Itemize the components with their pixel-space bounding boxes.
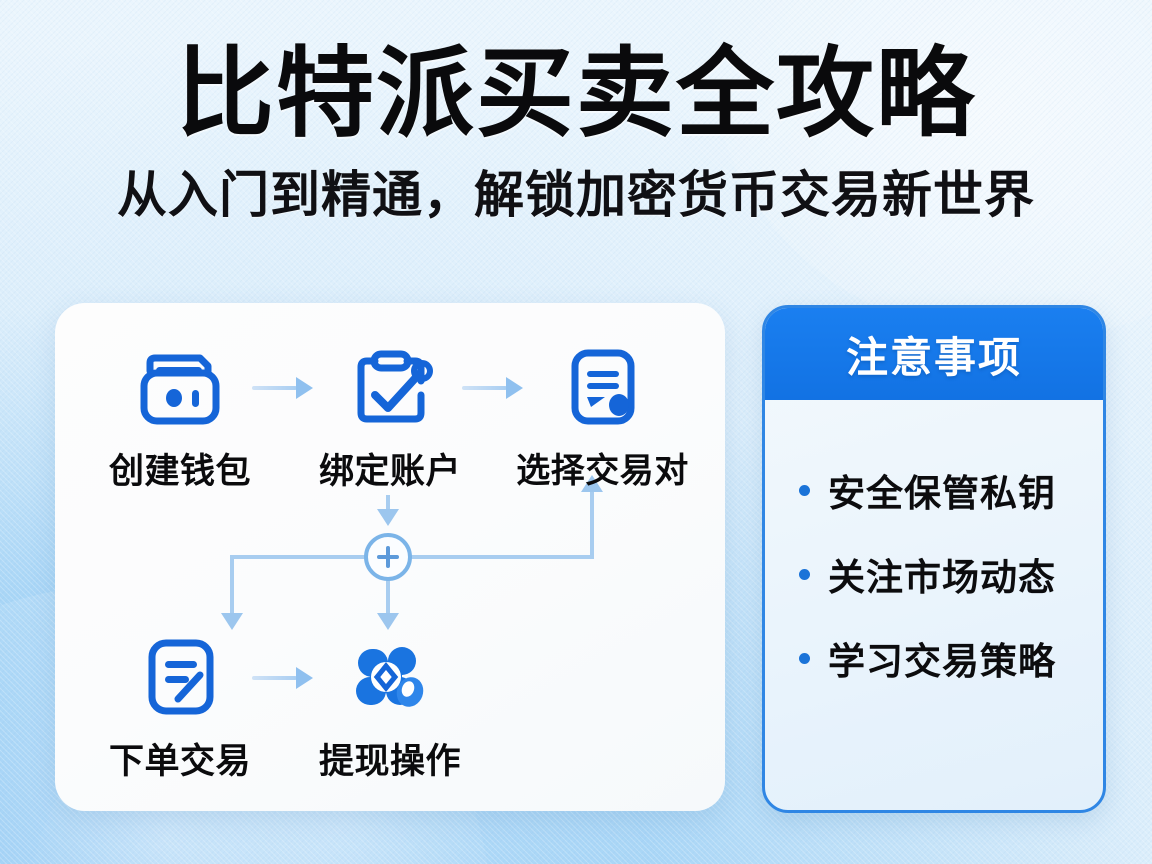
clipboard-check-icon <box>300 341 480 433</box>
flow-node-label: 选择交易对 <box>516 452 689 490</box>
flow-node-label: 创建钱包 <box>108 452 251 491</box>
plus-circle-icon[interactable] <box>364 533 412 581</box>
flow-diagram-card: 创建钱包 绑定账户 <box>55 303 725 811</box>
connector-hub-to-left <box>230 555 366 559</box>
note-text: 关注市场动态 <box>828 557 1056 598</box>
document-pen-icon <box>90 631 270 723</box>
wallet-icon <box>90 341 270 433</box>
note-text: 学习交易策略 <box>828 641 1056 682</box>
bullet-icon <box>799 652 810 664</box>
page-subtitle: 从入门到精通，解锁加密货币交易新世界 <box>117 166 1035 223</box>
bullet-icon <box>799 568 810 580</box>
clover-token-icon <box>300 631 480 723</box>
notes-panel-title: 注意事项 <box>845 333 1022 381</box>
bullet-icon <box>799 484 810 496</box>
flow-node-withdraw[interactable]: 提现操作 <box>300 631 480 784</box>
flow-node-label: 绑定账户 <box>318 452 461 491</box>
connector-right-up-to-pair <box>590 491 594 559</box>
notes-panel: 注意事项 安全保管私钥 关注市场动态 学习交易策略 <box>762 305 1106 813</box>
list-item[interactable]: 关注市场动态 <box>765 532 1103 616</box>
arrow-right-bind-to-pair-icon <box>462 377 523 399</box>
page-title: 比特派买卖全攻略 <box>175 38 976 148</box>
flow-node-label: 提现操作 <box>318 742 461 781</box>
certificate-icon <box>505 341 700 433</box>
connector-bind-to-hub <box>386 495 390 517</box>
list-item[interactable]: 安全保管私钥 <box>765 448 1103 532</box>
notes-list: 安全保管私钥 关注市场动态 学习交易策略 <box>765 400 1103 700</box>
flow-node-place-order[interactable]: 下单交易 <box>90 631 270 784</box>
flow-node-select-pair[interactable]: 选择交易对 <box>505 341 700 492</box>
arrow-head-hub-to-order-icon <box>221 613 243 630</box>
list-item[interactable]: 学习交易策略 <box>765 616 1103 700</box>
notes-panel-header: 注意事项 <box>765 308 1103 400</box>
arrow-head-hub-to-pair-icon <box>581 475 603 492</box>
flow-diagram: 创建钱包 绑定账户 <box>55 303 725 811</box>
connector-hub-to-right <box>410 555 594 559</box>
arrow-head-bind-to-hub-icon <box>377 509 399 526</box>
flow-node-create-wallet[interactable]: 创建钱包 <box>90 341 270 494</box>
flow-node-label: 下单交易 <box>108 742 251 781</box>
arrow-head-hub-to-withdraw-icon <box>377 613 399 630</box>
note-text: 安全保管私钥 <box>828 473 1056 514</box>
poster-header: 比特派买卖全攻略 从入门到精通，解锁加密货币交易新世界 <box>0 0 1152 223</box>
flow-node-bind-account[interactable]: 绑定账户 <box>300 341 480 494</box>
arrow-right-wallet-to-bind-icon <box>252 377 313 399</box>
